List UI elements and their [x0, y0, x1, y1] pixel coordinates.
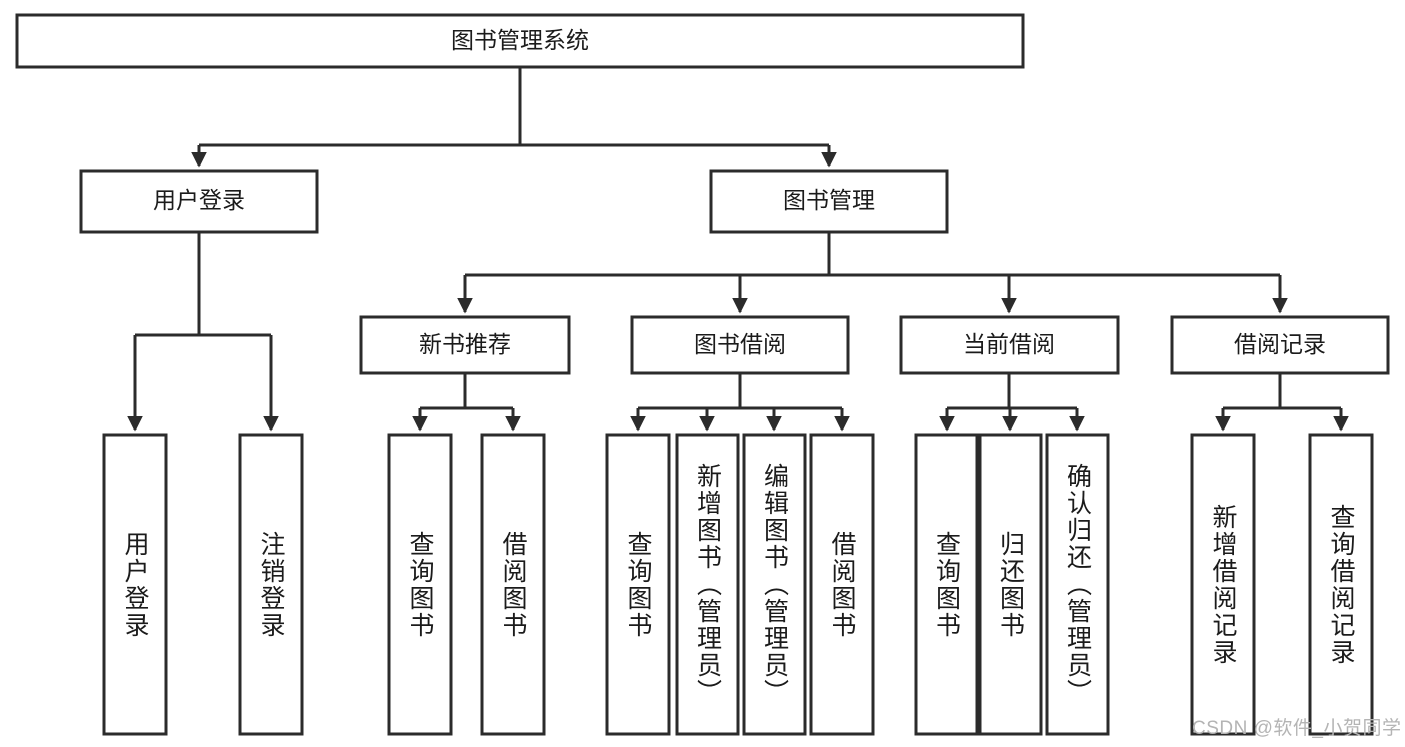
node-book-manage-label: 图书管理	[783, 187, 875, 213]
connector-group	[127, 67, 1349, 432]
node-user-login[interactable]: 用户登录	[79, 169, 319, 234]
node-leaf-confirm-return-box[interactable]	[1045, 433, 1110, 736]
node-current-borrow-box[interactable]	[899, 315, 1120, 375]
node-leaf-query-record-box[interactable]	[1308, 433, 1374, 736]
node-new-book-rec-label: 新书推荐	[419, 331, 511, 357]
node-new-book-rec[interactable]: 新书推荐	[359, 315, 571, 375]
node-book-borrow-box[interactable]	[630, 315, 850, 375]
leaf-box-group	[102, 433, 1374, 736]
node-book-manage-box[interactable]	[709, 169, 949, 234]
node-leaf-query-book-1-box[interactable]	[387, 433, 453, 736]
node-user-login-box[interactable]	[79, 169, 319, 234]
node-leaf-logout-box[interactable]	[238, 433, 304, 736]
node-leaf-user-login-box[interactable]	[102, 433, 168, 736]
node-leaf-return-book-box[interactable]	[978, 433, 1043, 736]
node-book-manage[interactable]: 图书管理	[709, 169, 949, 234]
node-root-box[interactable]	[15, 13, 1025, 69]
node-book-borrow-label: 图书借阅	[694, 331, 786, 357]
node-borrow-records-label: 借阅记录	[1234, 331, 1326, 357]
node-root-label: 图书管理系统	[451, 27, 589, 53]
node-leaf-add-record-box[interactable]	[1190, 433, 1256, 736]
node-current-borrow-label: 当前借阅	[963, 331, 1055, 357]
node-borrow-records[interactable]: 借阅记录	[1170, 315, 1390, 375]
csdn-watermark: CSDN @软件_小贺同学	[1192, 718, 1402, 739]
node-leaf-borrow-book-2-box[interactable]	[809, 433, 875, 736]
node-user-login-label: 用户登录	[153, 187, 245, 213]
node-current-borrow[interactable]: 当前借阅	[899, 315, 1120, 375]
node-new-book-rec-box[interactable]	[359, 315, 571, 375]
node-leaf-add-book-box[interactable]	[675, 433, 740, 736]
node-book-borrow[interactable]: 图书借阅	[630, 315, 850, 375]
node-leaf-edit-book-box[interactable]	[742, 433, 807, 736]
node-leaf-query-book-3-box[interactable]	[914, 433, 979, 736]
node-root[interactable]: 图书管理系统	[15, 13, 1025, 69]
node-leaf-borrow-book-1-box[interactable]	[480, 433, 546, 736]
node-leaf-query-book-2-box[interactable]	[605, 433, 671, 736]
node-borrow-records-box[interactable]	[1170, 315, 1390, 375]
